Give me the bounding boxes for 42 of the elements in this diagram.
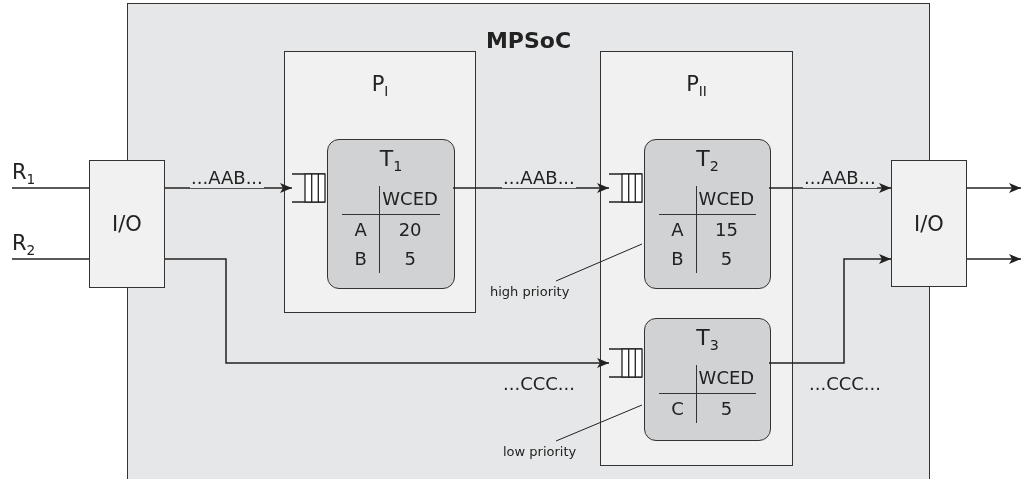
io-box: I/O [89, 160, 165, 288]
task-title: T$_{2}$ [696, 146, 719, 175]
chip-title: MPSoC [485, 28, 572, 53]
table-cell-text: C [670, 397, 685, 421]
task-box [327, 139, 455, 289]
arrow [768, 183, 892, 193]
processor-box [284, 51, 476, 313]
arrow [966, 183, 1022, 193]
table-header: WCED [379, 186, 440, 215]
input-label: R$_{2}$ [12, 231, 46, 259]
table-cell: 5 [379, 244, 440, 273]
processor-title: P$_{II}$ [686, 72, 707, 100]
table-cell-text: A [353, 218, 368, 242]
table-cell-text: B [670, 247, 685, 271]
arrow [164, 183, 293, 193]
table-cell: 5 [695, 394, 756, 423]
processor-title: P$_{I}$ [371, 72, 389, 100]
edge-label: ...AAB... [502, 168, 576, 188]
input-label: R$_{1}$ [12, 160, 46, 188]
task-title: T$_{1}$ [379, 146, 403, 175]
arrow [768, 254, 892, 364]
arrow [452, 183, 610, 193]
edge-label: ...AAB... [190, 168, 264, 188]
table-cell: 5 [695, 244, 756, 273]
io-box: I/O [891, 160, 967, 287]
table-header: WCED [695, 365, 756, 394]
table-cell: 20 [379, 215, 440, 244]
leader-line [555, 243, 643, 282]
priority-note: high priority [490, 284, 596, 304]
arrow [966, 254, 1022, 264]
processor-box [600, 51, 793, 466]
table-header: WCED [695, 186, 756, 215]
arrow [164, 258, 610, 368]
table-cell-text: A [670, 218, 685, 242]
edge-label: ...AAB... [803, 168, 877, 188]
leader-line [555, 404, 643, 442]
task-title: T$_{3}$ [696, 325, 719, 354]
priority-note: low priority [503, 444, 597, 464]
table-cell-text: B [353, 247, 368, 271]
task-box [644, 139, 771, 289]
table-cell: 15 [695, 215, 756, 244]
task-box [644, 318, 771, 441]
